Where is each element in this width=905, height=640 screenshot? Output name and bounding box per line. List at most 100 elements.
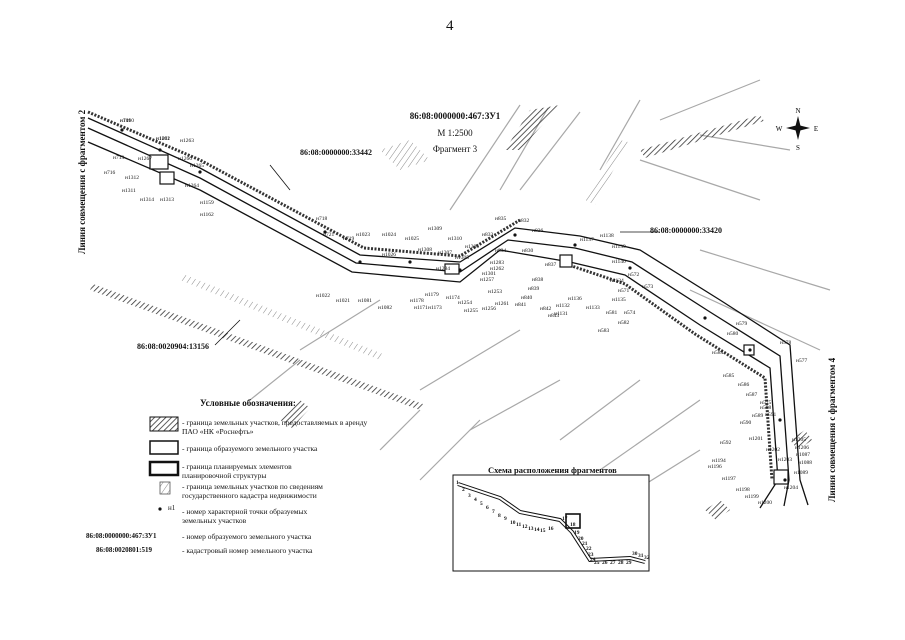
point-label: н840 <box>521 295 533 301</box>
point-label: н839 <box>528 286 540 292</box>
point-label: н1262 <box>490 266 504 272</box>
point-label: н1194 <box>712 458 726 464</box>
point-label: н1024 <box>382 232 396 238</box>
point-label: н1134 <box>610 278 624 284</box>
scheme-fragment-number: 18 <box>570 522 576 528</box>
point-label: н1284 <box>436 266 450 272</box>
point-label: н575 <box>760 400 772 406</box>
point-label: н588 <box>760 405 772 411</box>
point-label: н1266 <box>178 156 192 162</box>
point-label: н1307 <box>438 250 452 256</box>
point-label: н582 <box>618 320 630 326</box>
point-label: н1200 <box>758 500 772 506</box>
point-label: н1023 <box>356 232 370 238</box>
legend-example-parcel: 86:08:0000000:467:ЗУ1 <box>86 532 157 540</box>
scheme-fragment-number: 24 <box>590 557 596 563</box>
point-label: н832 <box>518 218 530 224</box>
point-label: н1255 <box>464 308 478 314</box>
point-label: н1206 <box>795 445 809 451</box>
point-label: н830 <box>522 248 534 254</box>
point-label: н1088 <box>798 460 812 466</box>
compass-s: S <box>796 144 800 152</box>
point-label: н1133 <box>586 305 600 311</box>
point-label: н1264 <box>185 183 199 189</box>
point-label: н1025 <box>405 236 419 242</box>
point-label: н1082 <box>378 305 392 311</box>
legend-item-parcel-number: - номер образуемого земельного участка <box>182 532 312 541</box>
point-label: н1162 <box>200 212 214 218</box>
point-label: н1021 <box>336 298 350 304</box>
point-label: н719 <box>343 236 355 242</box>
point-label: н1179 <box>425 292 439 298</box>
point-label: н1081 <box>358 298 372 304</box>
scheme-fragment-number: 32 <box>644 555 650 561</box>
point-label: н1201 <box>749 436 763 442</box>
point-label: н572 <box>628 272 640 278</box>
point-label: н1089 <box>794 470 808 476</box>
point-label: н843 <box>548 313 560 319</box>
hatched-strips <box>90 105 812 520</box>
point-label: н1314 <box>140 197 154 203</box>
scale-label: М 1:2500 <box>437 128 473 138</box>
scheme-title: Схема расположения фрагментов <box>488 465 617 475</box>
compass-w: W <box>776 125 783 133</box>
point-label: н837 <box>545 262 557 268</box>
point-label: н1087 <box>796 452 810 458</box>
scheme-fragment-number: 15 <box>540 528 546 534</box>
point-label: н1283 <box>490 260 504 266</box>
point-label: н1173 <box>428 305 442 311</box>
point-label: н580 <box>727 331 739 337</box>
point-label: н1159 <box>200 200 214 206</box>
point-label: н1265 <box>190 163 204 169</box>
point-label: н834 <box>495 248 507 254</box>
point-label: н1312 <box>125 175 139 181</box>
compass-n: N <box>795 107 800 115</box>
point-label: н1253 <box>488 289 502 295</box>
point-label: н591 <box>765 412 777 418</box>
point-label: н1022 <box>316 293 330 299</box>
point-label: н1309 <box>428 226 442 232</box>
point-label: н1178 <box>410 298 424 304</box>
scheme-diagram <box>452 474 650 572</box>
point-label: н721 <box>323 232 335 238</box>
point-label: н833 <box>482 232 494 238</box>
scheme-fragment-number: 30 <box>632 551 638 557</box>
scheme-fragment-number: 3 <box>468 493 471 499</box>
compass-icon: N S W E <box>776 107 818 152</box>
scheme-fragment-number: 25 <box>594 560 600 566</box>
point-label: н1263 <box>180 138 194 144</box>
point-label: н1197 <box>722 476 736 482</box>
point-label: н1261 <box>495 301 509 307</box>
scheme-fragment-number: 19 <box>574 530 580 536</box>
characteristic-points <box>120 128 787 482</box>
legend-swatches <box>148 416 180 511</box>
scheme-fragment-number: 5 <box>480 501 483 507</box>
point-label: н579 <box>736 321 748 327</box>
scheme-fragment-number: 8 <box>498 513 501 519</box>
compass-e: E <box>814 125 818 133</box>
point-label: н842 <box>540 306 552 312</box>
point-label: н577 <box>796 358 808 364</box>
point-label: н1267 <box>138 156 152 162</box>
point-label: н718 <box>316 216 328 222</box>
cadastral-label-top: 86:08:0000000:33442 <box>300 148 372 157</box>
scheme-fragment-number: 13 <box>528 526 534 532</box>
cadastral-label-right: 86:08:0000000:33420 <box>650 226 722 235</box>
scheme-fragment-number: 1 <box>456 480 459 486</box>
point-label: н1310 <box>448 236 462 242</box>
scheme-fragment-number: 27 <box>610 560 616 566</box>
legend-item-leased: - граница земельных участков, предоставл… <box>182 418 368 436</box>
point-label: н1137 <box>580 237 594 243</box>
point-label: н1205 <box>792 437 806 443</box>
legend-item-cadastral-number: - кадастровый номер земельного участка <box>182 546 313 555</box>
scheme-fragment-number: 10 <box>510 520 516 526</box>
point-label: н1308 <box>418 247 432 253</box>
point-label: н1203 <box>778 457 792 463</box>
point-label: н716 <box>104 170 116 176</box>
legend-point-symbol: н1 <box>168 504 176 512</box>
point-label: н1198 <box>736 487 750 493</box>
scheme-fragment-number: 12 <box>522 524 528 530</box>
legend-example-cadastral: 86:08:0020801:519 <box>96 546 152 554</box>
scheme-fragment-number: 6 <box>486 505 489 511</box>
